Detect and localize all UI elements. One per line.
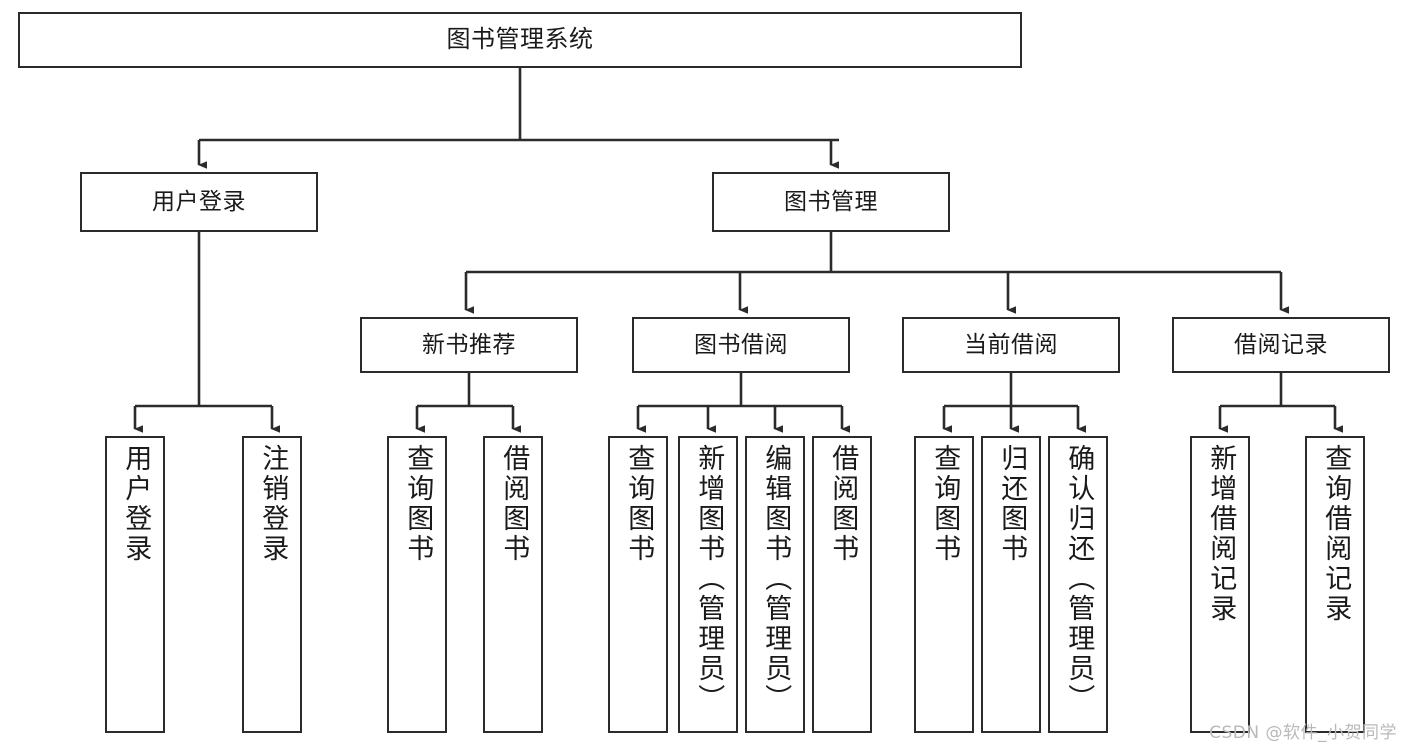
leaf-confirm-return-admin[interactable]: 确认归还（管理员） — [1048, 436, 1108, 733]
leaf-logout[interactable]: 注销登录 — [242, 436, 302, 733]
leaf-borrow-book-newbook-label: 借阅图书 — [498, 444, 530, 564]
watermark: CSDN @软件_小贺同学 — [1209, 723, 1397, 743]
leaf-add-borrow-record-label: 新增借阅记录 — [1205, 444, 1237, 624]
node-current-borrow-label: 当前借阅 — [964, 331, 1058, 358]
node-book-management[interactable]: 图书管理 — [712, 172, 950, 232]
node-new-book-recommend-label: 新书推荐 — [422, 331, 516, 358]
node-root[interactable]: 图书管理系统 — [18, 12, 1022, 68]
leaf-query-book-current[interactable]: 查询图书 — [914, 436, 974, 733]
node-book-borrow-label: 图书借阅 — [694, 331, 788, 358]
node-book-borrow[interactable]: 图书借阅 — [632, 317, 850, 373]
leaf-logout-label: 注销登录 — [257, 444, 289, 564]
node-book-management-label: 图书管理 — [784, 188, 878, 215]
node-new-book-recommend[interactable]: 新书推荐 — [360, 317, 578, 373]
leaf-return-book-label: 归还图书 — [996, 444, 1028, 564]
leaf-add-book-admin-label: 新增图书（管理员） — [693, 444, 725, 714]
leaf-return-book[interactable]: 归还图书 — [981, 436, 1041, 733]
leaf-edit-book-admin-label: 编辑图书（管理员） — [760, 444, 792, 714]
leaf-query-book-borrow-label: 查询图书 — [623, 444, 655, 564]
leaf-user-login-label: 用户登录 — [120, 444, 152, 564]
leaf-query-book-newbook-label: 查询图书 — [402, 444, 434, 564]
node-current-borrow[interactable]: 当前借阅 — [902, 317, 1120, 373]
node-borrow-records-label: 借阅记录 — [1234, 331, 1328, 358]
leaf-query-borrow-record-label: 查询借阅记录 — [1320, 444, 1352, 624]
node-borrow-records[interactable]: 借阅记录 — [1172, 317, 1390, 373]
node-user-login[interactable]: 用户登录 — [80, 172, 318, 232]
leaf-query-book-newbook[interactable]: 查询图书 — [387, 436, 447, 733]
leaf-user-login[interactable]: 用户登录 — [105, 436, 165, 733]
leaf-query-book-borrow[interactable]: 查询图书 — [608, 436, 668, 733]
leaf-confirm-return-admin-label: 确认归还（管理员） — [1063, 444, 1095, 714]
node-root-label: 图书管理系统 — [446, 25, 594, 54]
node-user-login-label: 用户登录 — [152, 188, 246, 215]
leaf-borrow-book-newbook[interactable]: 借阅图书 — [483, 436, 543, 733]
leaf-edit-book-admin[interactable]: 编辑图书（管理员） — [745, 436, 805, 733]
leaf-query-borrow-record[interactable]: 查询借阅记录 — [1305, 436, 1365, 733]
leaf-borrow-book-label: 借阅图书 — [827, 444, 859, 564]
leaf-query-book-current-label: 查询图书 — [929, 444, 961, 564]
leaf-add-borrow-record[interactable]: 新增借阅记录 — [1190, 436, 1250, 733]
leaf-borrow-book[interactable]: 借阅图书 — [812, 436, 872, 733]
leaf-add-book-admin[interactable]: 新增图书（管理员） — [678, 436, 738, 733]
